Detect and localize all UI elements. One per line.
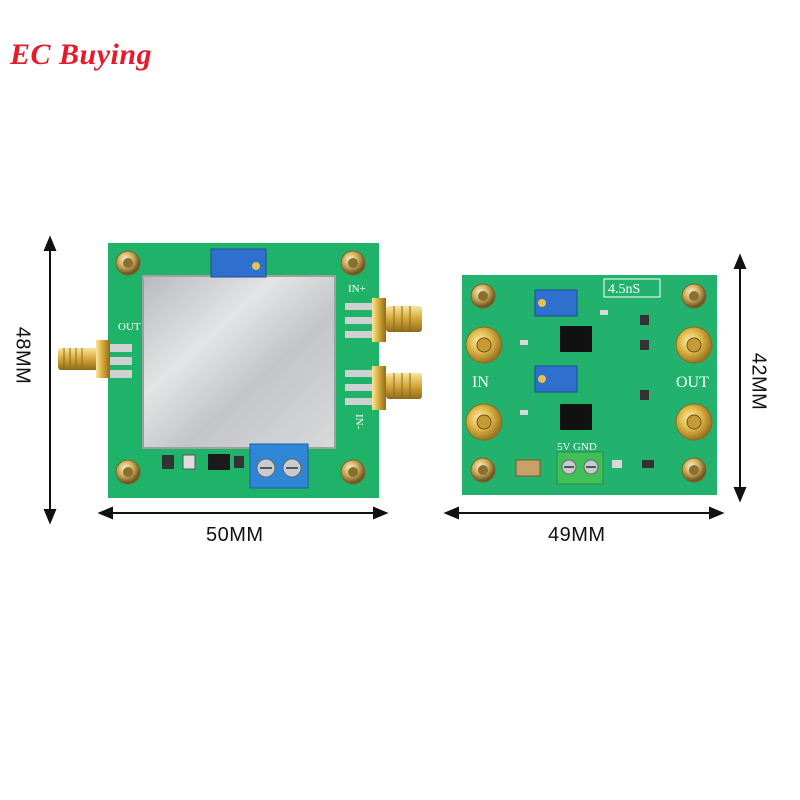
label-out: OUT xyxy=(118,321,141,333)
ic-chip-upper xyxy=(560,326,592,352)
left-mount-screws xyxy=(115,250,366,485)
dim-left-width: 50MM xyxy=(206,524,264,546)
sma-connector-in-minus xyxy=(345,366,422,410)
label-in: IN xyxy=(472,374,489,391)
dim-left-height: 48MM xyxy=(11,326,34,385)
label-speed: 4.5nS xyxy=(608,282,640,297)
label-power: 5V GND xyxy=(557,441,597,453)
label-out: OUT xyxy=(676,374,709,391)
dimension-arrows xyxy=(43,235,747,525)
right-board: 4.5nS IN OUT 5V GND xyxy=(462,275,717,495)
sma-connector-out xyxy=(58,340,132,378)
left-board: OUT IN+ IN- xyxy=(58,243,422,498)
terminal-block xyxy=(249,443,309,489)
label-in-minus: IN- xyxy=(353,414,365,430)
sma-jacks xyxy=(465,326,713,441)
sma-connector-in-plus xyxy=(345,298,422,342)
power-terminal-block xyxy=(556,451,604,485)
capacitor xyxy=(515,459,541,477)
brand-logo: EC Buying xyxy=(10,38,153,71)
right-mount-screws xyxy=(470,283,707,483)
dim-right-width: 49MM xyxy=(548,524,606,546)
dim-right-height: 42MM xyxy=(747,352,770,411)
label-in-plus: IN+ xyxy=(348,283,366,295)
smd-part xyxy=(162,455,174,469)
shield-can xyxy=(142,275,336,449)
ic-chip-lower xyxy=(560,404,592,430)
